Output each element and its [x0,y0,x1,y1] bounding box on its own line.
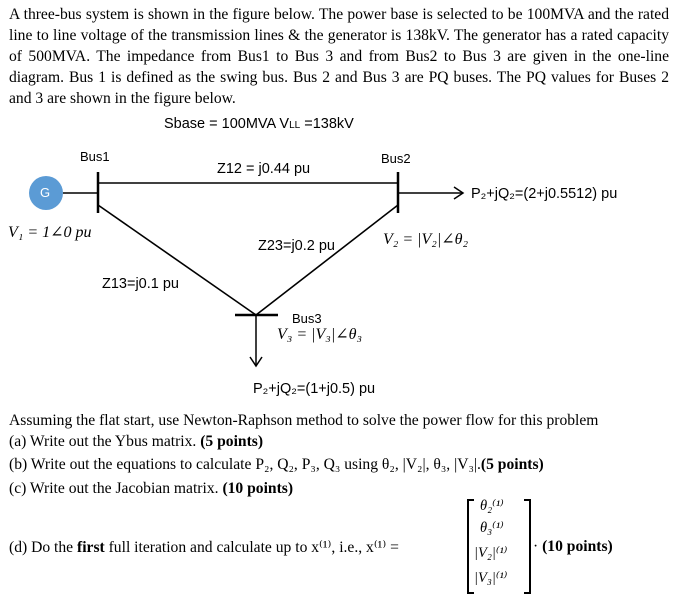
generator-symbol: G [40,185,51,200]
question-b: (b) Write out the equations to calculate… [9,456,544,473]
vector-entry-v3: |V₃|⁽¹⁾ [474,570,508,586]
problem-statement: A three-bus system is shown in the figur… [9,4,669,109]
v3-label: V₃ = |V₃|∠θ₃ [277,326,363,343]
question-d: (d) Do the first full iteration and calc… [9,539,399,556]
vector-entry-v2: |V₂|⁽¹⁾ [474,545,508,561]
line-1-3 [97,204,257,316]
question-a: (a) Write out the Ybus matrix. (5 points… [9,433,264,450]
z12-label: Z12 = j0.44 pu [217,161,311,177]
bus3-label: Bus3 [292,311,322,326]
bus1-label: Bus1 [80,149,110,164]
question-c: (c) Write out the Jacobian matrix. (10 p… [9,480,294,497]
z13-label: Z13=j0.1 pu [102,276,179,292]
v1-label: V₁ = 1∠0 pu [8,224,92,241]
bus3-load-arrow [249,356,263,368]
bus2-load-arrow [453,186,465,200]
z23-label: Z23=j0.2 pu [258,238,335,254]
vector-entry-theta2: θ₂⁽¹⁾ [480,498,504,514]
bus2-load-label: P₂+jQ₂=(2+j0.5512) pu [471,186,618,202]
generator-icon [29,176,63,210]
question-d-points: · (10 points) [533,538,613,555]
vector-entry-theta3: θ₃⁽¹⁾ [480,520,504,536]
v2-label: V₂ = |V₂|∠θ₂ [383,231,469,248]
intro-paragraph: A three-bus system is shown in the figur… [9,6,669,107]
questions-lead: Assuming the flat start, use Newton-Raph… [9,412,599,429]
bus3-load-label: P₂+jQ₂=(1+j0.5) pu [253,381,376,397]
sbase-label: Sbase = 100MVA VLL =138kV [164,116,354,132]
line-2-3 [255,204,399,316]
bus2-label: Bus2 [381,151,411,166]
